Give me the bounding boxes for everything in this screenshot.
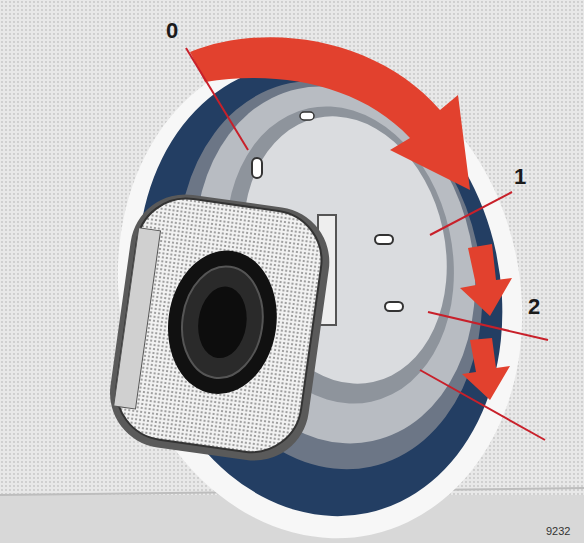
leader-line xyxy=(430,192,512,235)
lock-bezel xyxy=(97,30,544,543)
position-mark xyxy=(252,158,262,178)
leader-line xyxy=(186,48,248,150)
key-head xyxy=(103,187,337,467)
callout-number: 0 xyxy=(166,20,178,42)
leader-line xyxy=(420,370,545,440)
turn-arrow xyxy=(460,244,512,316)
position-mark xyxy=(385,302,403,311)
figure-number: 9232 xyxy=(546,526,570,537)
callout-number: 2 xyxy=(528,296,540,318)
position-mark xyxy=(375,235,393,244)
lock-halo xyxy=(73,14,566,543)
callout-number: 1 xyxy=(514,166,526,188)
turn-arrow xyxy=(190,37,470,190)
turn-arrow xyxy=(462,338,510,400)
